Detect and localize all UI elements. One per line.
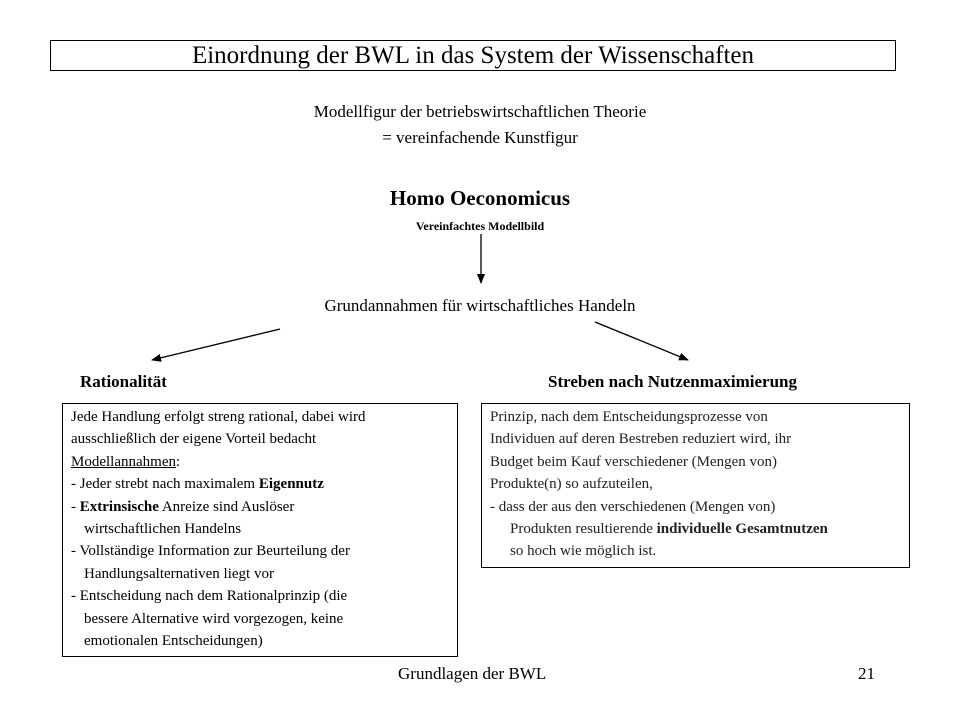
rationality-line-2: ausschließlich der eigene Vorteil bedach… — [71, 431, 317, 448]
slide-title: Einordnung der BWL in das System der Wis… — [50, 40, 896, 71]
rationality-line-11: emotionalen Entscheidungen) — [84, 633, 263, 650]
rationality-line-3: Modellannahmen: — [71, 451, 449, 473]
model-subtitle-line2: = vereinfachende Kunstfigur — [382, 128, 578, 147]
utility-line-5: - dass der aus den verschiedenen (Mengen… — [490, 498, 776, 515]
rationality-line-4-text: - Jeder strebt nach maximalem — [71, 476, 259, 493]
extrinsic-term: Extrinsische — [79, 498, 159, 515]
utility-maximization-label: Streben nach Nutzenmaximierung — [548, 372, 798, 391]
rationality-line-6: wirtschaftlichen Handelns — [84, 521, 242, 538]
model-subtitle-line1: Modellfigur der betriebswirtschaftlichen… — [313, 102, 647, 121]
rationality-line-5-dash: - — [71, 498, 80, 515]
arrow-right — [594, 321, 689, 361]
model-assumptions-colon: : — [175, 453, 181, 470]
rationality-line-10: bessere Alternative wird vorgezogen, kei… — [84, 610, 344, 627]
rationality-line-5: - Extrinsische Anreize sind Auslöser — [71, 496, 449, 518]
model-assumptions-term: Modellannahmen — [71, 453, 176, 470]
utility-line-3: Budget beim Kauf verschiedener (Mengen v… — [490, 453, 777, 470]
utility-line-1: Prinzip, nach dem Entscheidungsprozesse … — [490, 409, 768, 425]
homo-oeconomicus-subheading: Vereinfachtes Modellbild — [415, 219, 545, 233]
rationality-line-1: Jede Handlung erfolgt streng rational, d… — [71, 409, 366, 425]
utility-line-2: Individuen auf deren Bestreben reduziert… — [490, 431, 792, 448]
page-number: 21 — [858, 664, 875, 683]
rationality-line-8: Handlungsalternativen liegt vor — [84, 565, 274, 582]
homo-oeconomicus-heading: Homo Oeconomicus — [389, 186, 571, 210]
rationality-line-9: - Entscheidung nach dem Rationalprinzip … — [71, 588, 348, 605]
rationality-label: Rationalität — [80, 372, 167, 391]
rationality-line-5-text: Anreize sind Auslöser — [158, 498, 295, 515]
basic-assumptions-heading: Grundannahmen für wirtschaftliches Hande… — [324, 296, 636, 315]
utility-maximization-box: Prinzip, nach dem Entscheidungsprozesse … — [481, 403, 910, 568]
utility-line-4: Produkte(n) so aufzuteilen, — [490, 476, 653, 493]
utility-line-7: so hoch wie möglich ist. — [510, 543, 657, 560]
rationality-line-7: - Vollständige Information zur Beurteilu… — [71, 543, 350, 560]
rationality-line-4: - Jeder strebt nach maximalem Eigennutz — [71, 473, 449, 495]
total-utility-term: individuelle Gesamtnutzen — [656, 521, 828, 538]
utility-line-6: Produkten resultierende individuelle Ges… — [490, 518, 901, 540]
self-interest-term: Eigennutz — [258, 476, 324, 493]
rationality-box: Jede Handlung erfolgt streng rational, d… — [62, 403, 458, 657]
footer-text: Grundlagen der BWL — [398, 664, 547, 683]
utility-line-6-text: Produkten resultierende — [510, 521, 657, 538]
arrow-left — [151, 328, 281, 362]
